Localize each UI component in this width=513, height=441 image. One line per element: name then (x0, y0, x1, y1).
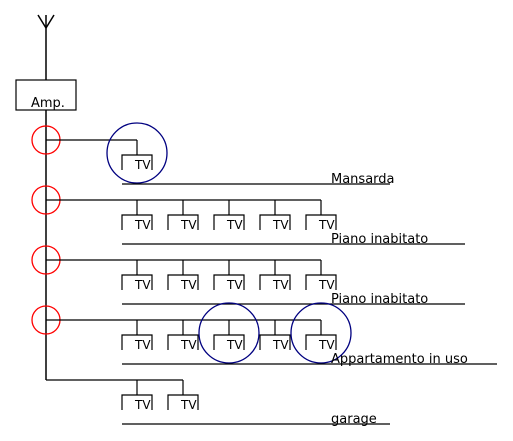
tv-label: TV (180, 218, 197, 232)
tv-socket-bracket (121, 154, 153, 170)
tv-label: TV (318, 338, 335, 352)
tv-socket-bracket (121, 334, 153, 350)
tv-label: TV (226, 218, 243, 232)
tv-outlet: TV (213, 260, 245, 292)
tv-label: TV (272, 278, 289, 292)
tv-socket-bracket (121, 394, 153, 410)
tv-socket-bracket (121, 214, 153, 230)
tv-socket-bracket (167, 214, 199, 230)
amplifier-label: Amp. (31, 96, 65, 111)
tv-outlet: TV (290, 302, 352, 364)
tv-outlet: TV (121, 320, 153, 352)
tv-outlet: TV (121, 200, 153, 232)
tv-label: TV (134, 158, 151, 172)
tv-socket-bracket (305, 274, 337, 290)
floor-label: Piano inabitato (331, 292, 428, 307)
tv-label: TV (226, 278, 243, 292)
floor-label: Appartamento in uso (331, 352, 468, 367)
tv-outlet: TV (213, 200, 245, 232)
highlight-circle (198, 302, 260, 364)
tv-socket-bracket (305, 214, 337, 230)
tv-outlet: TV (106, 122, 168, 184)
tv-outlet: TV (121, 380, 153, 412)
tv-outlet: TV (259, 260, 291, 292)
tv-outlet: TV (198, 302, 260, 364)
tv-socket-bracket (259, 214, 291, 230)
tv-socket-bracket (259, 274, 291, 290)
tv-outlet: TV (305, 260, 337, 292)
tv-label: TV (180, 338, 197, 352)
tv-socket-bracket (167, 274, 199, 290)
tv-socket-bracket (213, 334, 245, 350)
tv-socket-bracket (305, 334, 337, 350)
tv-label: TV (180, 278, 197, 292)
tv-label: TV (318, 278, 335, 292)
floor-label: garage (331, 412, 377, 427)
tv-outlet: TV (167, 380, 199, 412)
amplifier-box: Amp. (15, 79, 77, 111)
tv-socket-bracket (213, 214, 245, 230)
highlight-circle (106, 122, 168, 184)
tv-socket-bracket (259, 334, 291, 350)
tv-socket-bracket (167, 394, 199, 410)
floor-group: TV Mansarda (31, 122, 395, 187)
tv-label: TV (134, 218, 151, 232)
floor-group: TV TV garage (46, 379, 390, 427)
antenna-icon (37, 14, 55, 80)
tv-label: TV (318, 218, 335, 232)
tv-outlet: TV (167, 260, 199, 292)
tv-label: TV (134, 338, 151, 352)
tv-outlet: TV (167, 320, 199, 352)
tv-outlet: TV (167, 200, 199, 232)
tv-label: TV (134, 398, 151, 412)
tv-outlet: TV (259, 320, 291, 352)
tv-socket-bracket (213, 274, 245, 290)
tv-label: TV (180, 398, 197, 412)
tv-label: TV (226, 338, 243, 352)
highlight-circle (290, 302, 352, 364)
tv-outlet: TV (259, 200, 291, 232)
tv-socket-bracket (167, 334, 199, 350)
tv-outlet: TV (305, 200, 337, 232)
tv-socket-bracket (121, 274, 153, 290)
tv-label: TV (134, 278, 151, 292)
floor-label: Mansarda (331, 172, 395, 187)
floor-label: Piano inabitato (331, 232, 428, 247)
tv-label: TV (272, 218, 289, 232)
tv-outlet: TV (121, 260, 153, 292)
tv-label: TV (272, 338, 289, 352)
